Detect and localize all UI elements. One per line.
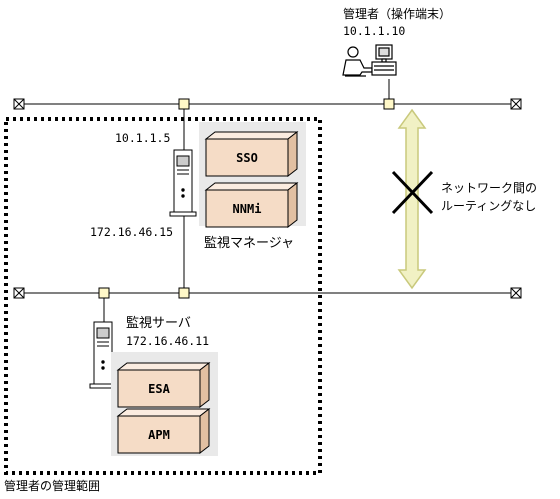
server-ip: 172.16.46.11 — [126, 334, 210, 348]
server-label: 監視サーバ — [126, 316, 191, 331]
node-server — [98, 287, 110, 299]
manager-ip-upper: 10.1.1.5 — [115, 131, 171, 145]
terminator-upper-left — [13, 98, 25, 110]
apm-label: APM — [148, 428, 170, 442]
terminator-lower-right — [510, 287, 522, 299]
sso-box — [204, 130, 299, 178]
manager-server-icon — [169, 149, 197, 217]
management-scope-border — [4, 117, 322, 475]
terminator-lower-left — [13, 287, 25, 299]
node-manager-lower — [178, 287, 190, 299]
admin-title: 管理者（操作端末） — [343, 7, 452, 21]
management-scope-label: 管理者の管理範囲 — [4, 479, 101, 493]
esa-label: ESA — [148, 382, 170, 396]
admin-ip: 10.1.1.10 — [343, 24, 406, 38]
nnmi-box — [204, 181, 299, 229]
manager-ip-lower: 172.16.46.15 — [90, 225, 174, 239]
manager-label: 監視マネージャ — [204, 236, 295, 251]
no-routing-label-1: ネットワーク間の — [441, 181, 538, 195]
apm-box — [116, 407, 211, 455]
esa-box — [116, 361, 211, 409]
node-manager-upper — [178, 98, 190, 110]
network-separation-arrow — [397, 108, 427, 290]
no-routing-x-icon — [391, 170, 434, 215]
node-admin — [383, 98, 395, 110]
no-routing-label-2: ルーティングなし — [441, 199, 537, 213]
sso-label: SSO — [236, 151, 258, 165]
admin-terminal-icon — [342, 44, 397, 77]
nnmi-label: NNMi — [232, 202, 262, 216]
terminator-upper-right — [510, 98, 522, 110]
